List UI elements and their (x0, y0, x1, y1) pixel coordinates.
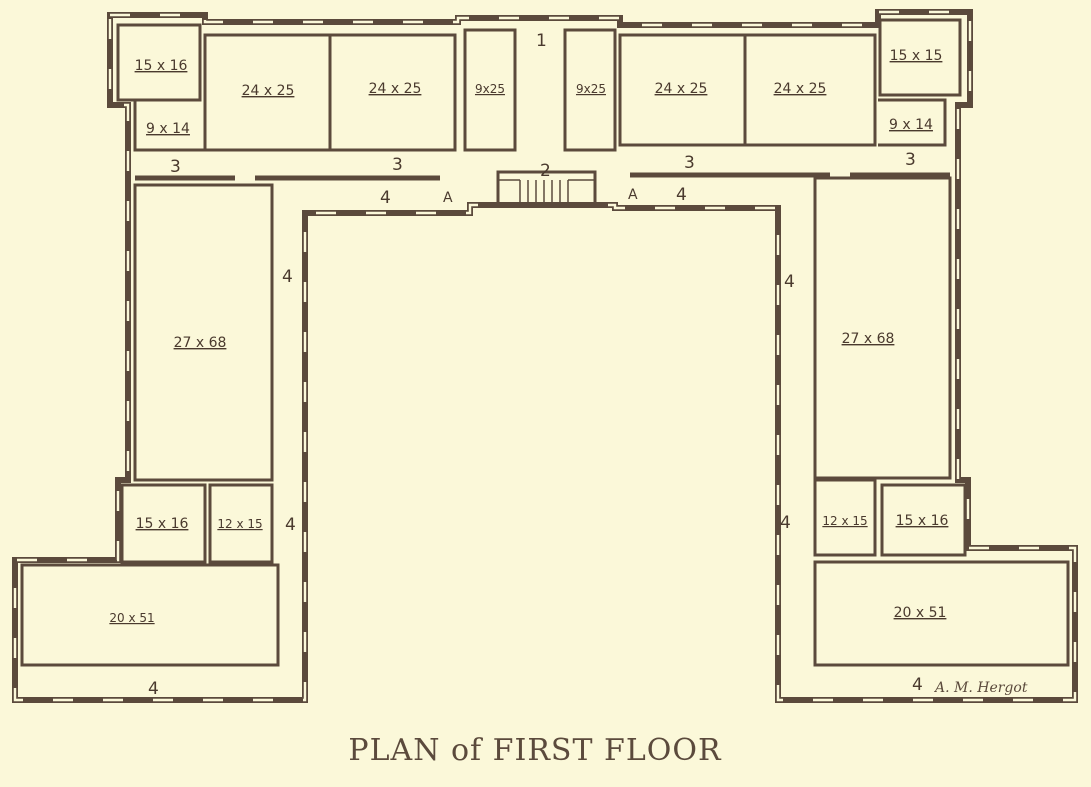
veranda-marker: 4 (380, 188, 391, 208)
room-label: 12 x 15 (217, 517, 262, 531)
corridor-marker: 3 (170, 157, 181, 177)
room-label: 12 x 15 (822, 514, 867, 528)
veranda-marker: 4 (285, 515, 296, 535)
plan-title: PLAN of FIRST FLOOR (348, 733, 722, 768)
room-label: 24 x 25 (369, 81, 422, 97)
room-label: 15 x 16 (135, 58, 188, 74)
room-label: 9 x 14 (146, 121, 190, 137)
corridor-marker: 3 (684, 153, 695, 173)
room-label: 20 x 51 (894, 605, 947, 621)
room-label: 9x25 (576, 82, 606, 96)
signature: A. M. Hergot (933, 680, 1028, 696)
room-label: 15 x 15 (890, 48, 943, 64)
alcove-marker: A (443, 190, 453, 206)
entrance-marker: 1 (536, 31, 547, 51)
room-label: 27 x 68 (842, 331, 895, 347)
room-label: 24 x 25 (655, 81, 708, 97)
corridor-marker: 3 (392, 155, 403, 175)
veranda-marker: 4 (282, 267, 293, 287)
veranda-marker: 4 (148, 679, 159, 699)
corridor-marker: 3 (905, 150, 916, 170)
stair-marker: 2 (540, 161, 551, 181)
room-label: 15 x 16 (136, 516, 189, 532)
room-label: 9x25 (475, 82, 505, 96)
veranda-marker: 4 (780, 513, 791, 533)
staircase (496, 170, 597, 207)
veranda-marker: 4 (912, 675, 923, 695)
room-label: 24 x 25 (242, 83, 295, 99)
veranda-marker: 4 (784, 272, 795, 292)
room-label: 24 x 25 (774, 81, 827, 97)
room-label: 27 x 68 (174, 335, 227, 351)
alcove-marker: A (628, 187, 638, 203)
outer-wall (12, 9, 1078, 703)
room-label: 15 x 16 (896, 513, 949, 529)
rooms (20, 18, 1070, 667)
room-label: 20 x 51 (109, 611, 154, 625)
veranda-marker: 4 (676, 185, 687, 205)
room-label: 9 x 14 (889, 117, 933, 133)
